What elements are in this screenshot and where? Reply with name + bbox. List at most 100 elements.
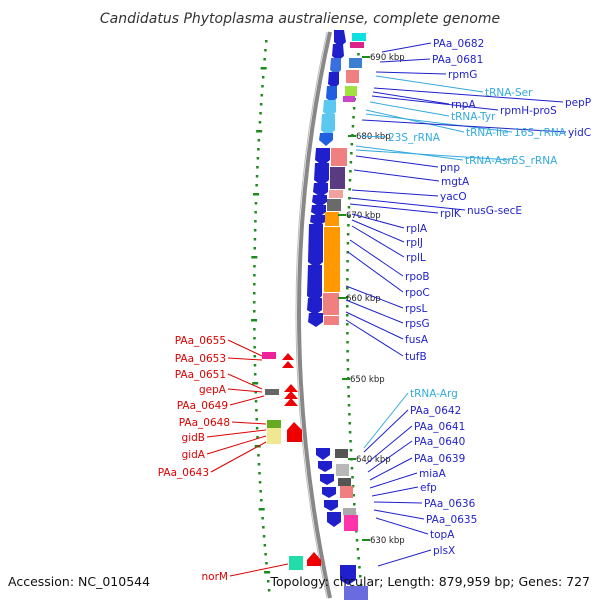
track-dot: [253, 310, 256, 313]
track-dot: [256, 130, 263, 133]
track-dot: [264, 553, 267, 556]
feature-label[interactable]: PAa_0681: [432, 54, 483, 66]
label-connector: [365, 425, 413, 465]
feature-label[interactable]: efp: [420, 482, 437, 494]
feature-label[interactable]: tRNA-Asn: [465, 155, 514, 167]
gene-arrow: [320, 474, 334, 485]
feature-label[interactable]: pnp: [440, 162, 460, 174]
track-dot: [353, 503, 356, 506]
gene-arrow: [324, 500, 338, 511]
feature-label[interactable]: gidA: [182, 449, 206, 461]
summary-text: Topology: circular; Length: 879,959 bp; …: [270, 574, 591, 589]
feature-label[interactable]: tRNA-Arg: [410, 388, 458, 400]
track-dot: [347, 395, 350, 398]
track-dot: [351, 476, 354, 479]
track-dot: [253, 328, 256, 331]
track-dot: [359, 584, 363, 587]
track-dot: [255, 184, 258, 187]
feature-label[interactable]: tRNA-Ser: [485, 87, 533, 99]
feature-label[interactable]: nusG-secE: [467, 205, 522, 217]
feature-block: [350, 42, 364, 48]
feature-label[interactable]: PAa_0635: [426, 514, 477, 526]
track-dot: [346, 296, 349, 299]
feature-label[interactable]: 5S_rRNA: [512, 155, 558, 167]
gene-arrow: [326, 86, 337, 103]
feature-label[interactable]: gidB: [182, 432, 205, 444]
feature-label[interactable]: plsX: [433, 545, 455, 557]
feature-label[interactable]: fusA: [405, 334, 429, 346]
feature-label[interactable]: pepP: [565, 97, 591, 109]
feature-label[interactable]: yidC: [568, 127, 591, 139]
track-dot: [348, 197, 351, 200]
feature-label[interactable]: rplK: [440, 208, 462, 220]
feature-label[interactable]: rplJ: [406, 237, 423, 249]
feature-label[interactable]: mgtA: [441, 176, 470, 188]
feature-label[interactable]: PAa_0649: [177, 400, 228, 412]
feature-block: [267, 428, 281, 444]
track-dot: [349, 440, 352, 443]
track-dot: [359, 575, 362, 578]
feature-label[interactable]: tRNA-Ile: [466, 127, 508, 139]
track-dot: [256, 157, 260, 160]
scale-mark-label: 670 kbp: [346, 211, 381, 221]
track-dot: [253, 193, 260, 196]
feature-label[interactable]: rplA: [406, 223, 428, 235]
gene-arrow: [313, 183, 328, 197]
feature-label[interactable]: PAa_0643: [158, 467, 209, 479]
gene-arrow: [316, 448, 330, 460]
feature-label[interactable]: PAa_0655: [175, 335, 226, 347]
track-dot: [346, 305, 349, 308]
track-dot: [346, 278, 349, 281]
track-dot: [253, 346, 256, 349]
feature-label[interactable]: PAa_0642: [410, 405, 461, 417]
feature-label[interactable]: tufB: [405, 351, 427, 363]
feature-label[interactable]: rpoC: [405, 287, 430, 299]
feature-label[interactable]: PAa_0682: [433, 38, 484, 50]
feature-label[interactable]: PAa_0640: [414, 436, 465, 448]
track-dot: [264, 49, 267, 52]
feature-label[interactable]: PAa_0651: [175, 369, 226, 381]
track-dot: [346, 332, 349, 335]
track-dot: [254, 391, 257, 394]
label-connector: [227, 357, 263, 361]
feature-label[interactable]: rpoB: [405, 271, 430, 283]
feature-label[interactable]: miaA: [419, 468, 447, 480]
feature-label[interactable]: 16S_rRNA: [514, 127, 567, 139]
label-connector: [347, 251, 404, 293]
feature-label[interactable]: PAa_0641: [414, 421, 465, 433]
left-connectors: [206, 339, 289, 577]
feature-blocks: [323, 33, 366, 531]
feature-label[interactable]: tRNA-Tyr: [451, 111, 496, 123]
feature-label[interactable]: rpmG: [448, 69, 477, 81]
track-dot: [259, 490, 262, 493]
feature-label[interactable]: rpsG: [405, 318, 430, 330]
feature-label[interactable]: topA: [430, 529, 455, 541]
label-connector: [381, 42, 432, 53]
label-connector: [229, 395, 265, 406]
track-dot: [346, 287, 349, 290]
feature-label[interactable]: rpmH-proS: [500, 105, 557, 117]
feature-label[interactable]: PAa_0636: [424, 498, 476, 510]
label-connector: [359, 135, 387, 138]
track-dot: [257, 463, 261, 466]
label-connector: [369, 457, 413, 481]
feature-label[interactable]: PAa_0653: [175, 353, 226, 365]
feature-label[interactable]: PAa_0648: [179, 417, 230, 429]
feature-label[interactable]: norM: [202, 571, 228, 583]
track-dot: [348, 422, 351, 425]
feature-label[interactable]: rplL: [406, 252, 426, 264]
label-connector: [373, 501, 423, 504]
gc-skew-track-left: [251, 40, 271, 592]
label-connector: [375, 75, 484, 93]
label-connector: [365, 109, 465, 133]
feature-label[interactable]: yacO: [440, 191, 467, 203]
feature-label[interactable]: rpsL: [405, 303, 427, 315]
feature-label[interactable]: gepA: [199, 384, 227, 396]
track-dot: [346, 359, 350, 362]
feature-label[interactable]: 23S_rRNA: [388, 132, 441, 144]
scale-mark-label: 630 kbp: [370, 536, 405, 546]
feature-label[interactable]: rnpA: [451, 99, 476, 111]
feature-label[interactable]: PAa_0639: [414, 453, 465, 465]
gene-arrow: [322, 487, 336, 498]
track-dot: [347, 206, 351, 209]
